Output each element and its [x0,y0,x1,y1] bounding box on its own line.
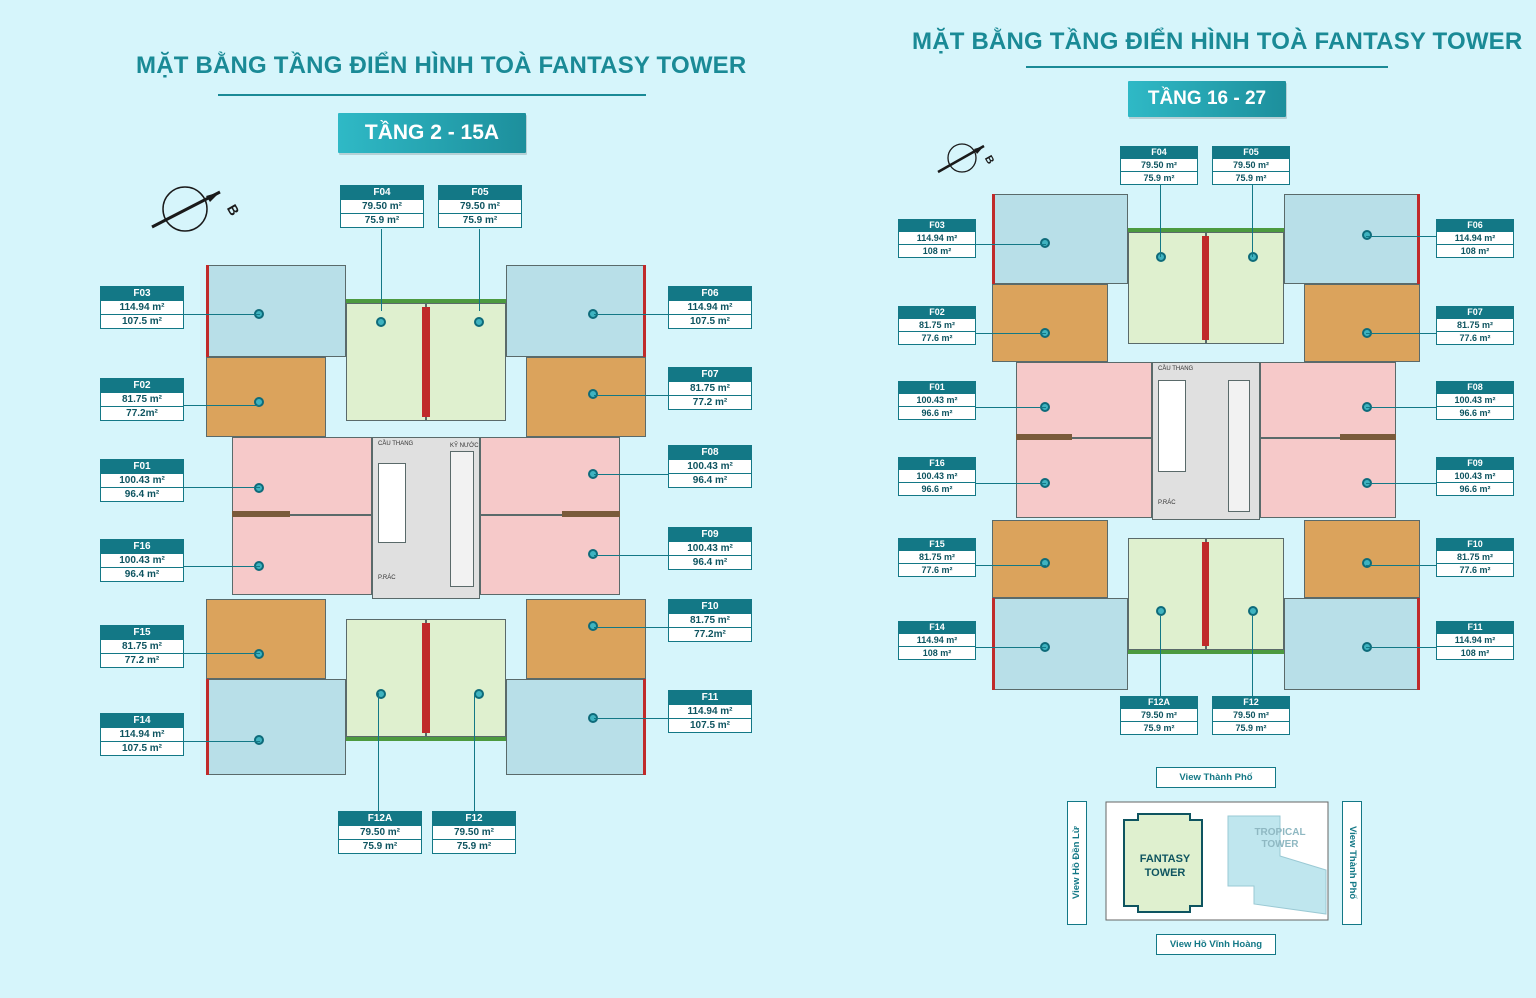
unit-F08-area [1260,362,1396,438]
core-label-stair: CẦU THANG [1158,366,1194,372]
fantasy-tower-label: FANTASY TOWER [1139,853,1191,879]
left-floorplan-panel: MẶT BẰNG TẦNG ĐIỂN HÌNH TOÀ FANTASY TOWE… [100,52,752,854]
unit-F16-area [1016,438,1152,518]
unit-F10-area [526,599,646,679]
lift-shaft [1228,380,1250,512]
unit-F01-area [1016,362,1152,438]
unit-F14-area [206,679,346,775]
tropical-tower-label: TROPICAL TOWER [1254,827,1306,850]
unit-F05-area [426,303,506,421]
unit-F16-area [232,515,372,595]
left-title-rule [218,94,646,96]
compass-icon-right: B [937,143,996,174]
compass-letter-right: B [982,154,996,167]
unit-F09-area [1260,438,1396,518]
unit-F03-area [992,194,1128,284]
view-top-label: View Thành Phố [1156,767,1276,788]
unit-F01-area [232,437,372,515]
right-title-rule [1026,66,1388,68]
unit-F11-area [1284,598,1420,690]
core-label-trash: P.RÁC [378,575,396,581]
core-label-trash: P.RÁC [1158,500,1176,506]
stair-left [1158,380,1186,472]
unit-F07-area [526,357,646,437]
unit-F12-area [1206,538,1284,650]
unit-F02-area [992,284,1108,362]
unit-F02-area [206,357,326,437]
unit-F14-area [992,598,1128,690]
unit-F12A-area [346,619,426,737]
view-right-label: View Thành Phố [1342,801,1362,925]
right-floorplan: CẦU THANG P.RÁC [992,194,1420,690]
unit-F15-area [992,520,1108,598]
unit-F06-area [1284,194,1420,284]
core-label-stair: CẦU THANG [378,441,414,447]
right-floorplan-panel: MẶT BẰNG TẦNG ĐIỂN HÌNH TOÀ FANTASY TOWE… [768,0,1536,998]
unit-F07-area [1304,284,1420,362]
unit-F06-area [506,265,646,357]
compass-letter: B [224,202,243,219]
left-floorplan: CẦU THANG KỸ NƯỚC P.RÁC [206,265,646,775]
left-title: MẶT BẰNG TẦNG ĐIỂN HÌNH TOÀ FANTASY TOWE… [136,52,747,79]
unit-F03-area [206,265,346,357]
unit-F08-area [480,437,620,515]
unit-F15-area [206,599,326,679]
view-bottom-label: View Hồ Vĩnh Hoàng [1156,934,1276,955]
unit-F04-area [1128,232,1206,344]
unit-F05-area [1206,232,1284,344]
site-plan [1105,801,1329,921]
right-title: MẶT BẰNG TẦNG ĐIỂN HÌNH TOÀ FANTASY TOWE… [912,28,1523,55]
view-left-label: View Hồ Đền Lừ [1067,801,1087,925]
compass-icon: B [151,186,243,232]
stair-left [378,463,406,543]
unit-F04-area [346,303,426,421]
lift-shaft [450,451,474,587]
left-floor-badge: TẦNG 2 - 15A [338,113,526,153]
unit-F11-area [506,679,646,775]
unit-F12-area [426,619,506,737]
unit-F12A-area [1128,538,1206,650]
right-floor-badge: TẦNG 16 - 27 [1128,81,1286,117]
core-label-water: KỸ NƯỚC [450,443,479,449]
